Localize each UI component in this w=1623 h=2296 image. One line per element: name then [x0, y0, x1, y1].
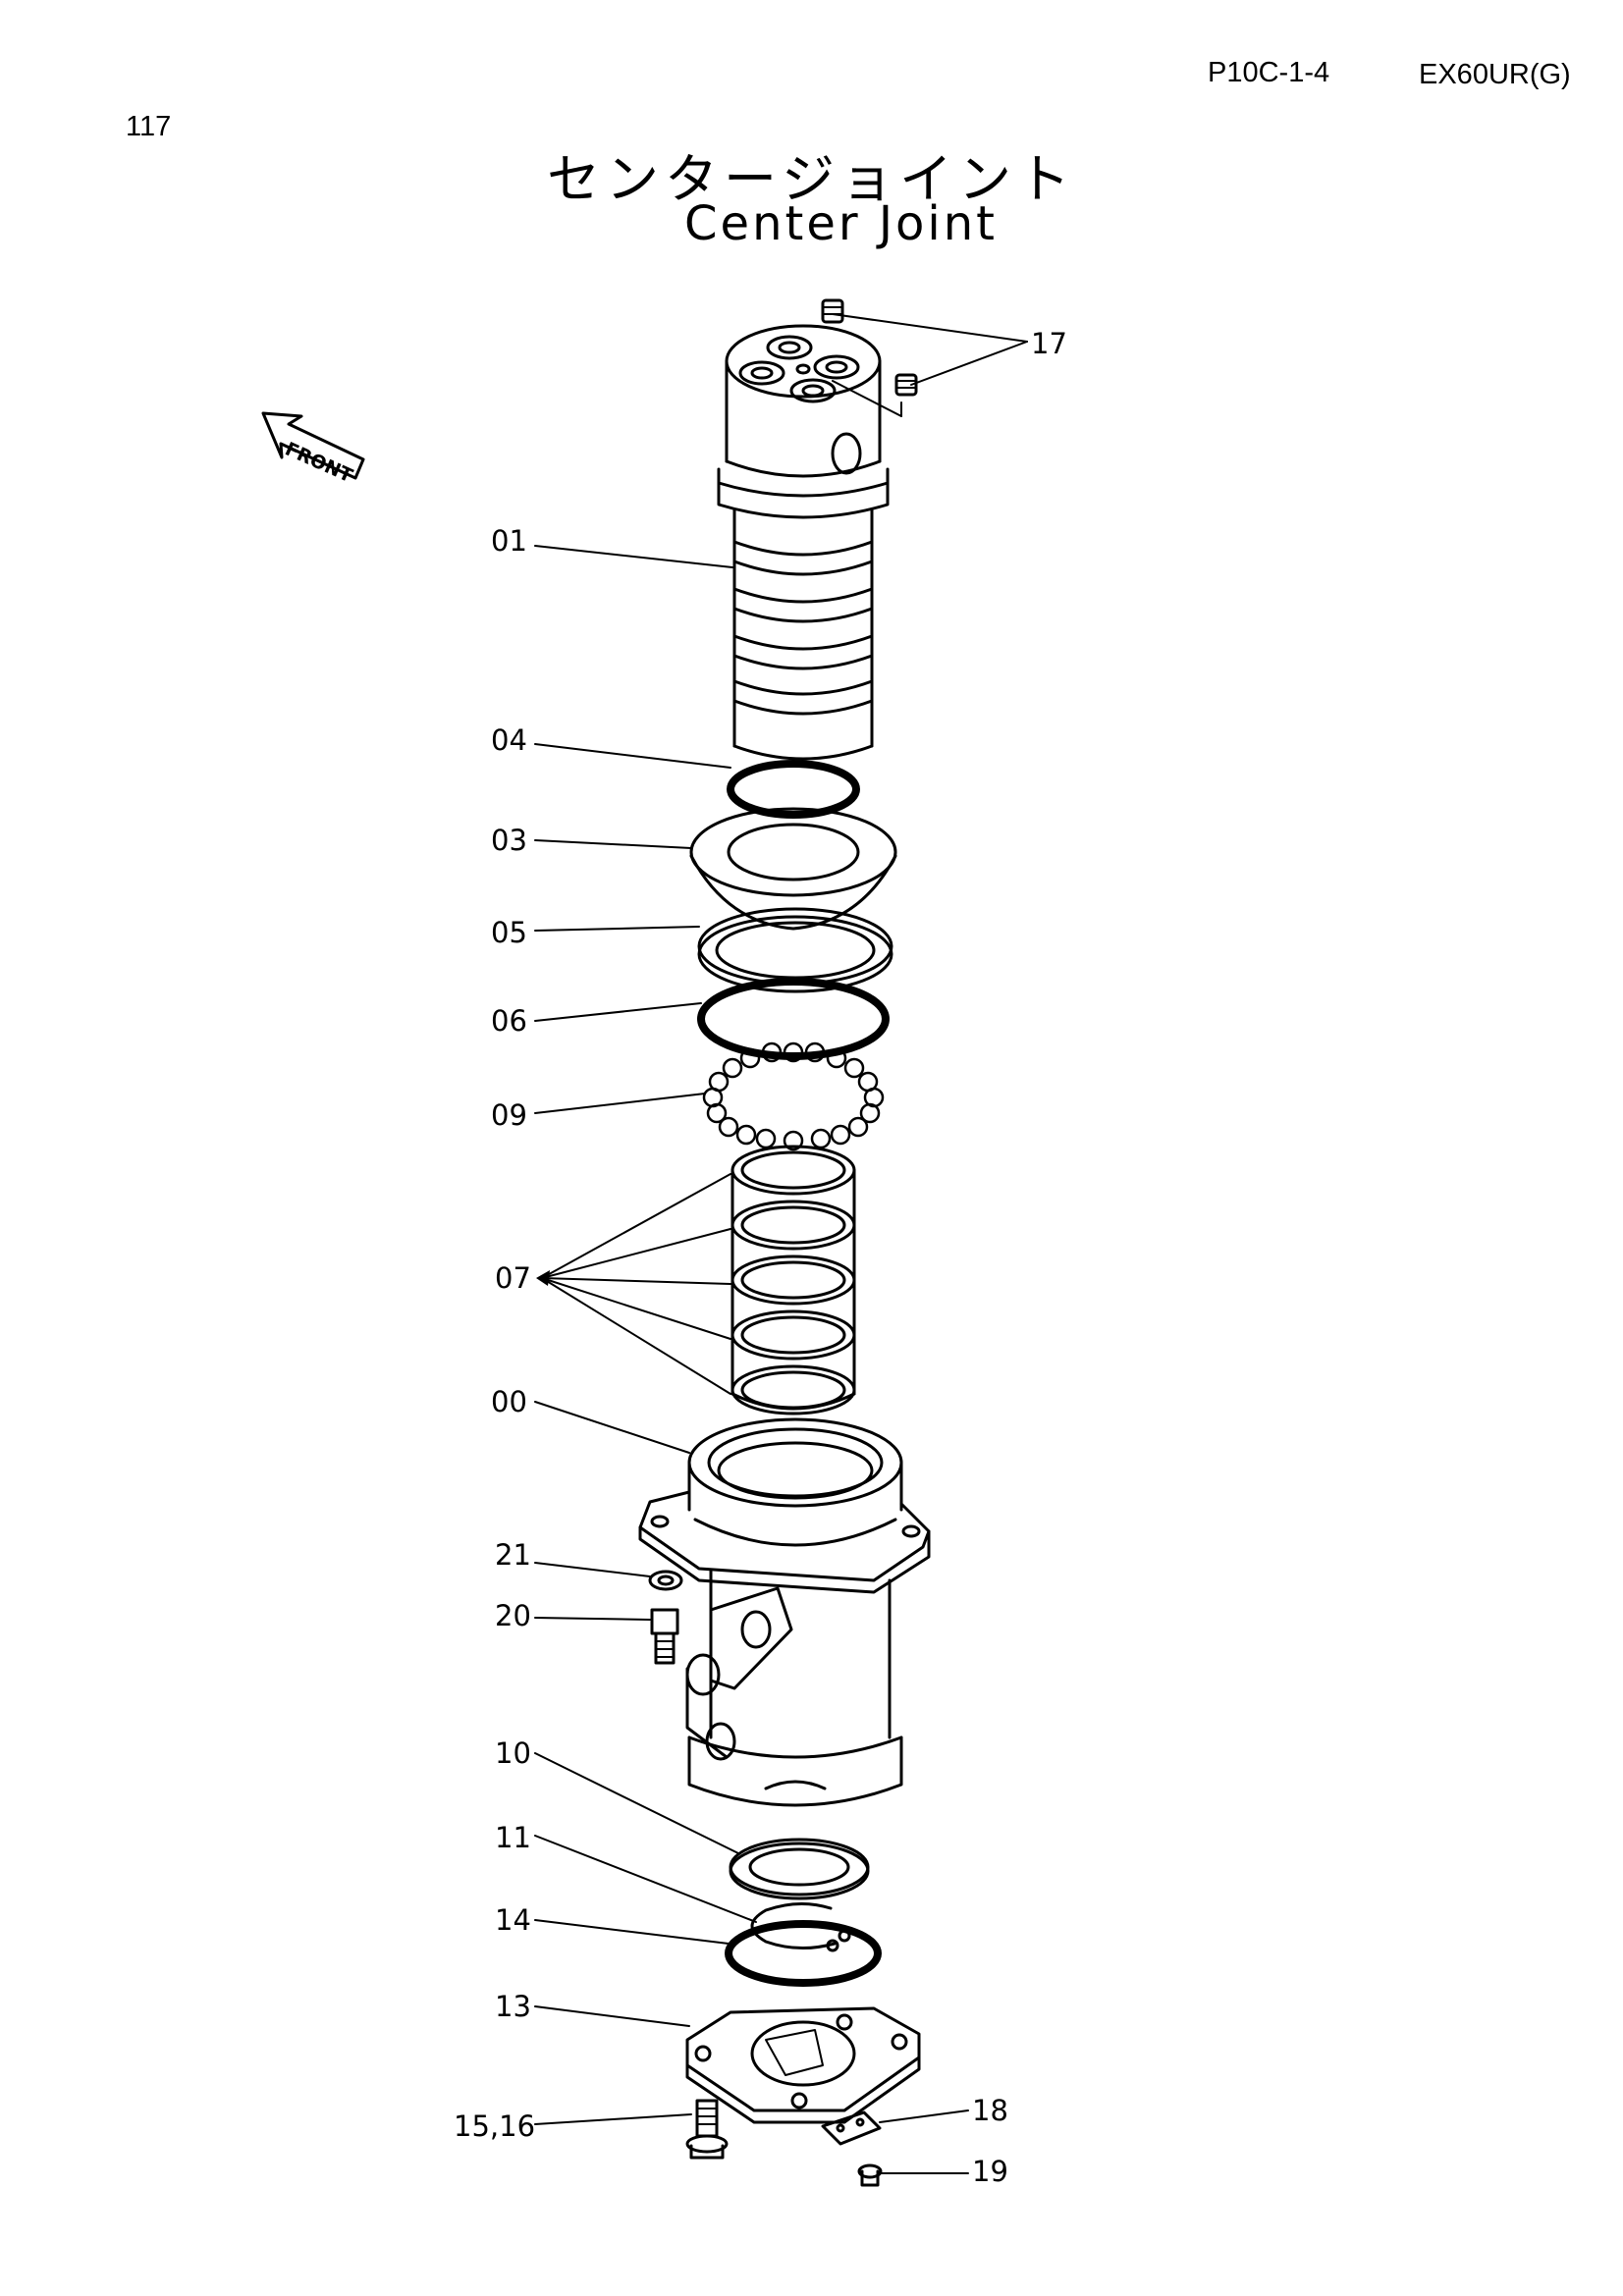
part-09-balls	[702, 1041, 885, 1151]
callout-13: 13	[495, 1990, 531, 2023]
title-japanese: センタージョイント	[547, 148, 1076, 210]
callout-01: 01	[491, 524, 527, 558]
part-11-snap-ring	[750, 1901, 851, 1952]
part-20-bolt	[650, 1608, 679, 1665]
part-04-o-ring	[727, 760, 860, 819]
part-13-cover	[685, 2006, 921, 2124]
leader-lines	[534, 313, 1028, 2174]
part-03-cover	[689, 807, 897, 931]
callout-05: 05	[491, 916, 527, 949]
front-label: FRONT	[282, 438, 355, 487]
callout-11: 11	[495, 1821, 531, 1854]
callout-labels: 01 04 03 05 06 09 07 00 21 20 10 11 14 1…	[454, 327, 1067, 2188]
callout-07: 07	[495, 1261, 531, 1295]
part-15-16-bolt	[685, 2099, 729, 2160]
title-english: Center Joint	[684, 196, 998, 251]
callout-19: 19	[972, 2155, 1008, 2188]
callout-04: 04	[491, 723, 527, 757]
callout-03: 03	[491, 824, 527, 857]
part-06-o-ring	[697, 978, 890, 1060]
callout-20: 20	[495, 1599, 531, 1632]
callout-10: 10	[495, 1736, 531, 1770]
callout-18: 18	[972, 2094, 1008, 2127]
callout-14: 14	[495, 1903, 531, 1937]
callout-21: 21	[495, 1538, 531, 1572]
model-code: EX60UR(G)	[1419, 59, 1571, 90]
part-18-lock-plate	[821, 2110, 882, 2146]
page-number: 117	[126, 111, 172, 142]
callout-00: 00	[491, 1385, 527, 1418]
part-07-seal-stack	[730, 1145, 856, 1415]
callout-07-arrowhead	[536, 1270, 550, 1286]
section-code: P10C-1-4	[1208, 57, 1330, 88]
part-10-plate	[729, 1838, 870, 1900]
callout-06: 06	[491, 1004, 527, 1038]
part-14-o-ring	[725, 1920, 882, 1987]
part-19-screw	[857, 2163, 883, 2187]
front-arrow-icon: FRONT	[261, 411, 365, 487]
callout-09: 09	[491, 1098, 527, 1132]
callout-15-16: 15,16	[454, 2109, 535, 2143]
callout-17: 17	[1031, 327, 1067, 360]
part-01-spindle	[717, 324, 890, 761]
part-00-body	[638, 1417, 931, 1807]
part-21-washer	[648, 1570, 683, 1591]
